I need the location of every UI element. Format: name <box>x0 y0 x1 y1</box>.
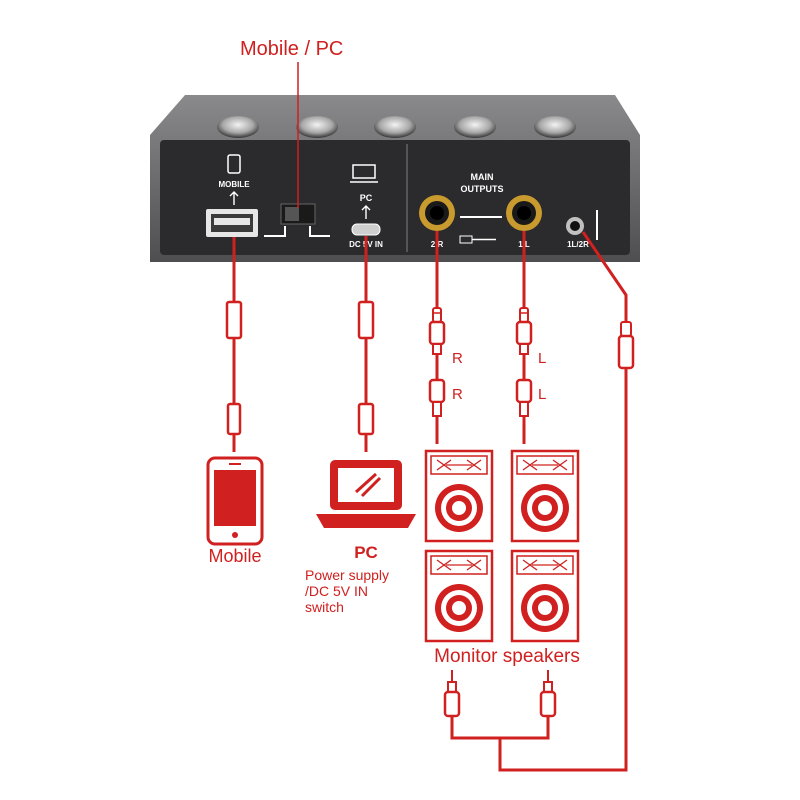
knob <box>454 116 496 138</box>
pc-label: PC <box>354 543 378 562</box>
pc-port-label: PC <box>360 193 373 203</box>
mobile-port-label: MOBILE <box>218 180 250 189</box>
switch-marking <box>264 226 330 237</box>
headphone-jack[interactable] <box>566 217 584 235</box>
usb-c-port[interactable] <box>351 223 381 236</box>
rear-panel <box>160 140 630 255</box>
arrow-up-icon <box>229 191 239 205</box>
output-jack-2r[interactable] <box>419 195 455 231</box>
bottom-plug-left <box>443 670 461 718</box>
output-cable-left <box>515 231 533 444</box>
output-cable-right <box>428 231 446 444</box>
mobile-phone-icon <box>206 456 264 546</box>
speaker-icon <box>510 449 580 543</box>
usb-a-port[interactable] <box>206 209 258 237</box>
speaker-icon <box>510 549 580 643</box>
usb-cable-pc <box>357 236 375 452</box>
usb-cable-mobile <box>225 237 243 452</box>
cable-l-bottom-label: L <box>538 386 546 403</box>
mobile-pc-switch[interactable] <box>280 203 316 225</box>
pc-desc-line-1: Power supply <box>305 567 389 583</box>
laptop-icon <box>316 460 416 528</box>
main-outputs-label: MAIN <box>471 172 494 182</box>
speaker-icon <box>424 549 494 643</box>
jack-phones-label: 1L/2R <box>567 240 589 249</box>
switch-title: Mobile / PC <box>240 38 343 60</box>
computer-icon <box>350 164 378 183</box>
headphone-cable <box>450 231 635 772</box>
output-jack-1l[interactable] <box>506 195 542 231</box>
phone-icon <box>227 154 241 174</box>
knob <box>296 116 338 138</box>
arrow-up-icon <box>361 205 371 219</box>
main-outputs-label-2: OUTPUTS <box>460 184 503 194</box>
monitor-speakers-label: Monitor speakers <box>434 646 580 667</box>
knob <box>374 116 416 138</box>
speaker-icon <box>424 449 494 543</box>
knob <box>217 116 259 138</box>
knob-row <box>217 116 576 138</box>
audio-interface: MOBILE PC DC 5V IN MAIN OUTPUTS <box>150 95 640 262</box>
pc-desc-line-3: switch <box>305 599 344 615</box>
monitor-speakers <box>424 449 580 643</box>
cable-r-top-label: R <box>452 350 463 367</box>
cable-l-top-label: L <box>538 350 546 367</box>
mobile-label: Mobile <box>208 546 261 566</box>
pc-desc-line-2: /DC 5V IN <box>305 583 368 599</box>
bottom-plug-right <box>539 670 557 718</box>
cable-r-bottom-label: R <box>452 386 463 403</box>
knob <box>534 116 576 138</box>
jack-plug-icon <box>459 235 496 244</box>
